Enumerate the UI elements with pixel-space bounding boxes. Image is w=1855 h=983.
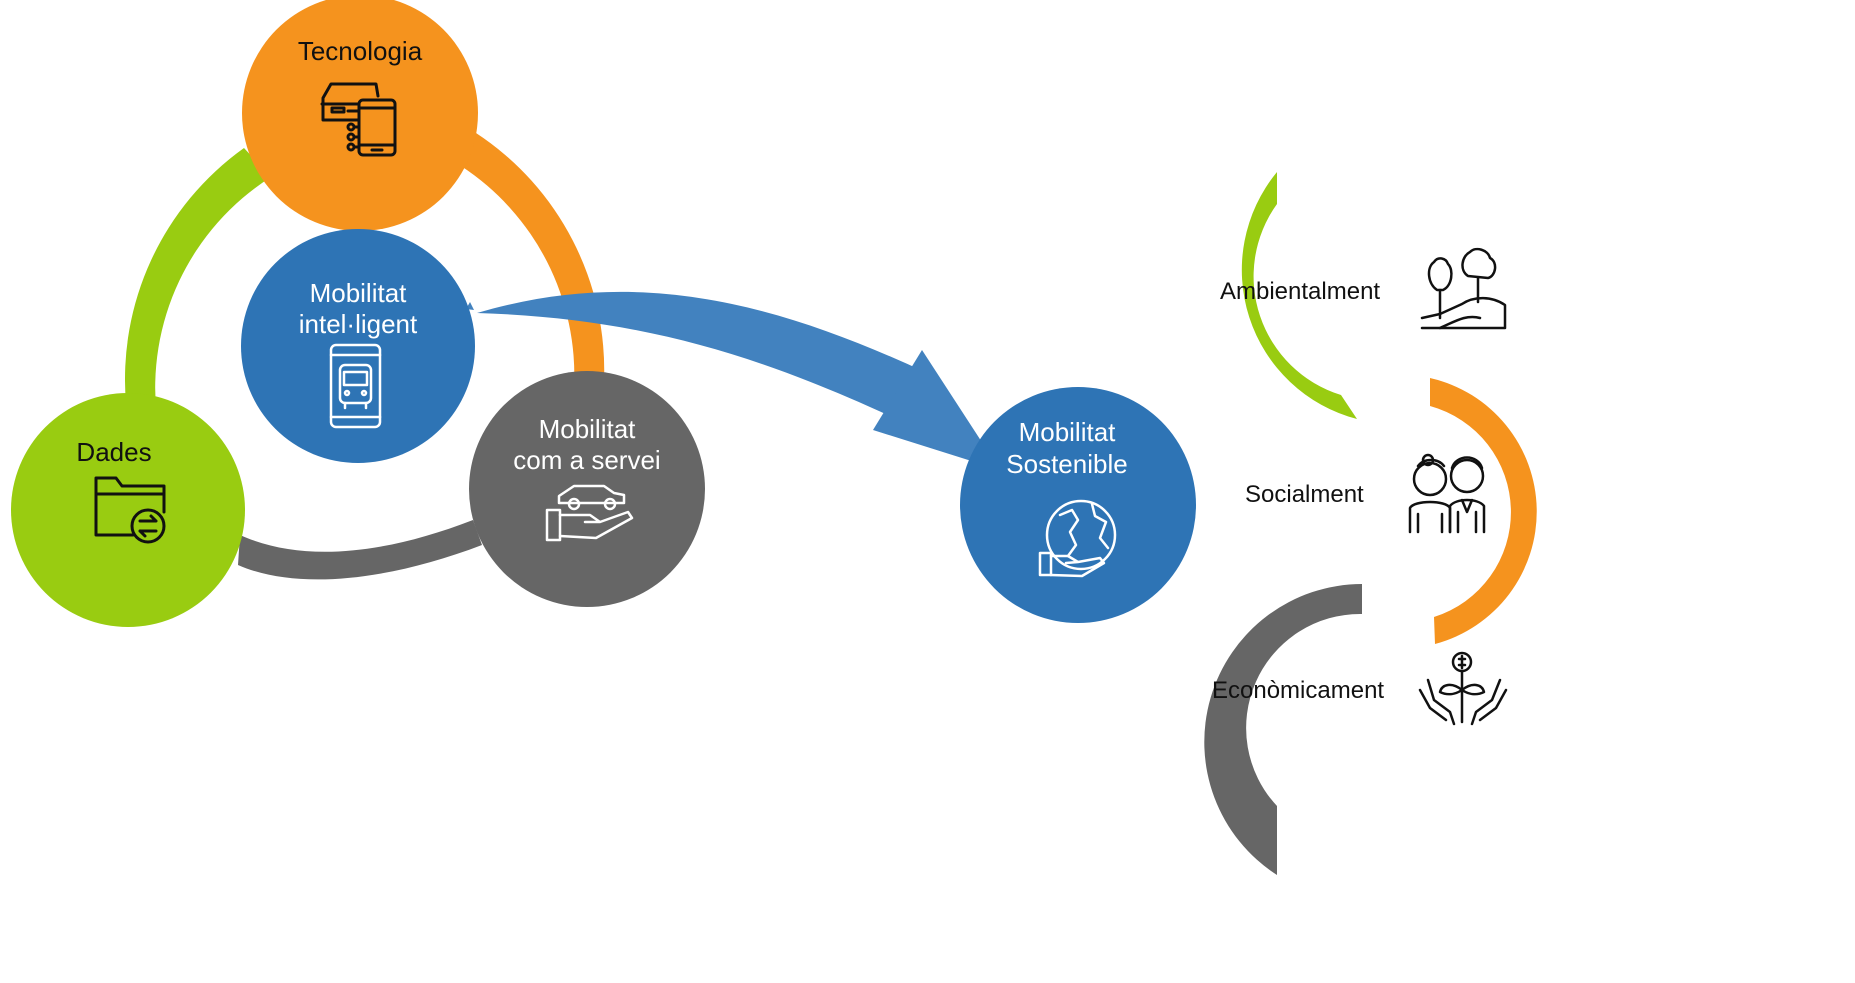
node-dades: Dades xyxy=(11,393,245,627)
gray-pillar-arc xyxy=(1204,584,1362,875)
phone-bus-icon xyxy=(329,343,382,429)
gray-connector-arc xyxy=(238,520,482,580)
tecnologia-label: Tecnologia xyxy=(298,36,423,66)
arrow-head xyxy=(873,350,1000,470)
dades-label: Dades xyxy=(76,437,151,467)
ring-connectors xyxy=(124,133,605,580)
node-sostenible: Mobilitat Sostenible xyxy=(960,387,1196,623)
node-tecnologia: Tecnologia xyxy=(242,0,478,231)
intelligent-label-line2: intel·ligent xyxy=(299,309,418,339)
trees-landscape-icon xyxy=(1420,247,1507,330)
car-on-hand-icon xyxy=(545,484,634,542)
pillar-label: Socialment xyxy=(1245,481,1364,508)
people-couple-icon xyxy=(1408,453,1486,534)
orange-pillar-arc xyxy=(1430,378,1537,644)
sostenible-label-line1: Mobilitat xyxy=(1019,417,1117,447)
servei-label-line1: Mobilitat xyxy=(539,414,637,444)
orange-connector-arc xyxy=(461,133,605,388)
pillar-label: Ambientalment xyxy=(1220,278,1380,305)
servei-circle xyxy=(469,371,705,607)
arrow-body xyxy=(477,291,925,423)
intelligent-label-line1: Mobilitat xyxy=(310,278,408,308)
car-smartphone-icon xyxy=(320,82,397,157)
node-servei: Mobilitat com a servei xyxy=(469,371,705,607)
pillar-economicament: Econòmicament xyxy=(1212,651,1508,726)
sostenible-circle xyxy=(960,387,1196,623)
plant-coin-hands-icon xyxy=(1418,651,1508,726)
globe-in-hand-icon xyxy=(1038,499,1117,578)
pillar-socialment: Socialment xyxy=(1245,453,1486,534)
pillar-ambientalment: Ambientalment xyxy=(1220,247,1507,330)
sostenible-label-line2: Sostenible xyxy=(1006,449,1127,479)
folder-transfer-icon xyxy=(94,476,166,544)
gray-arc-notch xyxy=(1186,653,1200,715)
dades-circle xyxy=(11,393,245,627)
green-pillar-arc xyxy=(1241,172,1357,419)
servei-label-line2: com a servei xyxy=(513,445,660,475)
green-connector-arc xyxy=(124,148,272,418)
transition-arrow xyxy=(466,291,1000,470)
pillar-arcs xyxy=(1186,172,1537,875)
node-intelligent: Mobilitat intel·ligent xyxy=(241,229,475,463)
pillar-label: Econòmicament xyxy=(1212,677,1384,704)
